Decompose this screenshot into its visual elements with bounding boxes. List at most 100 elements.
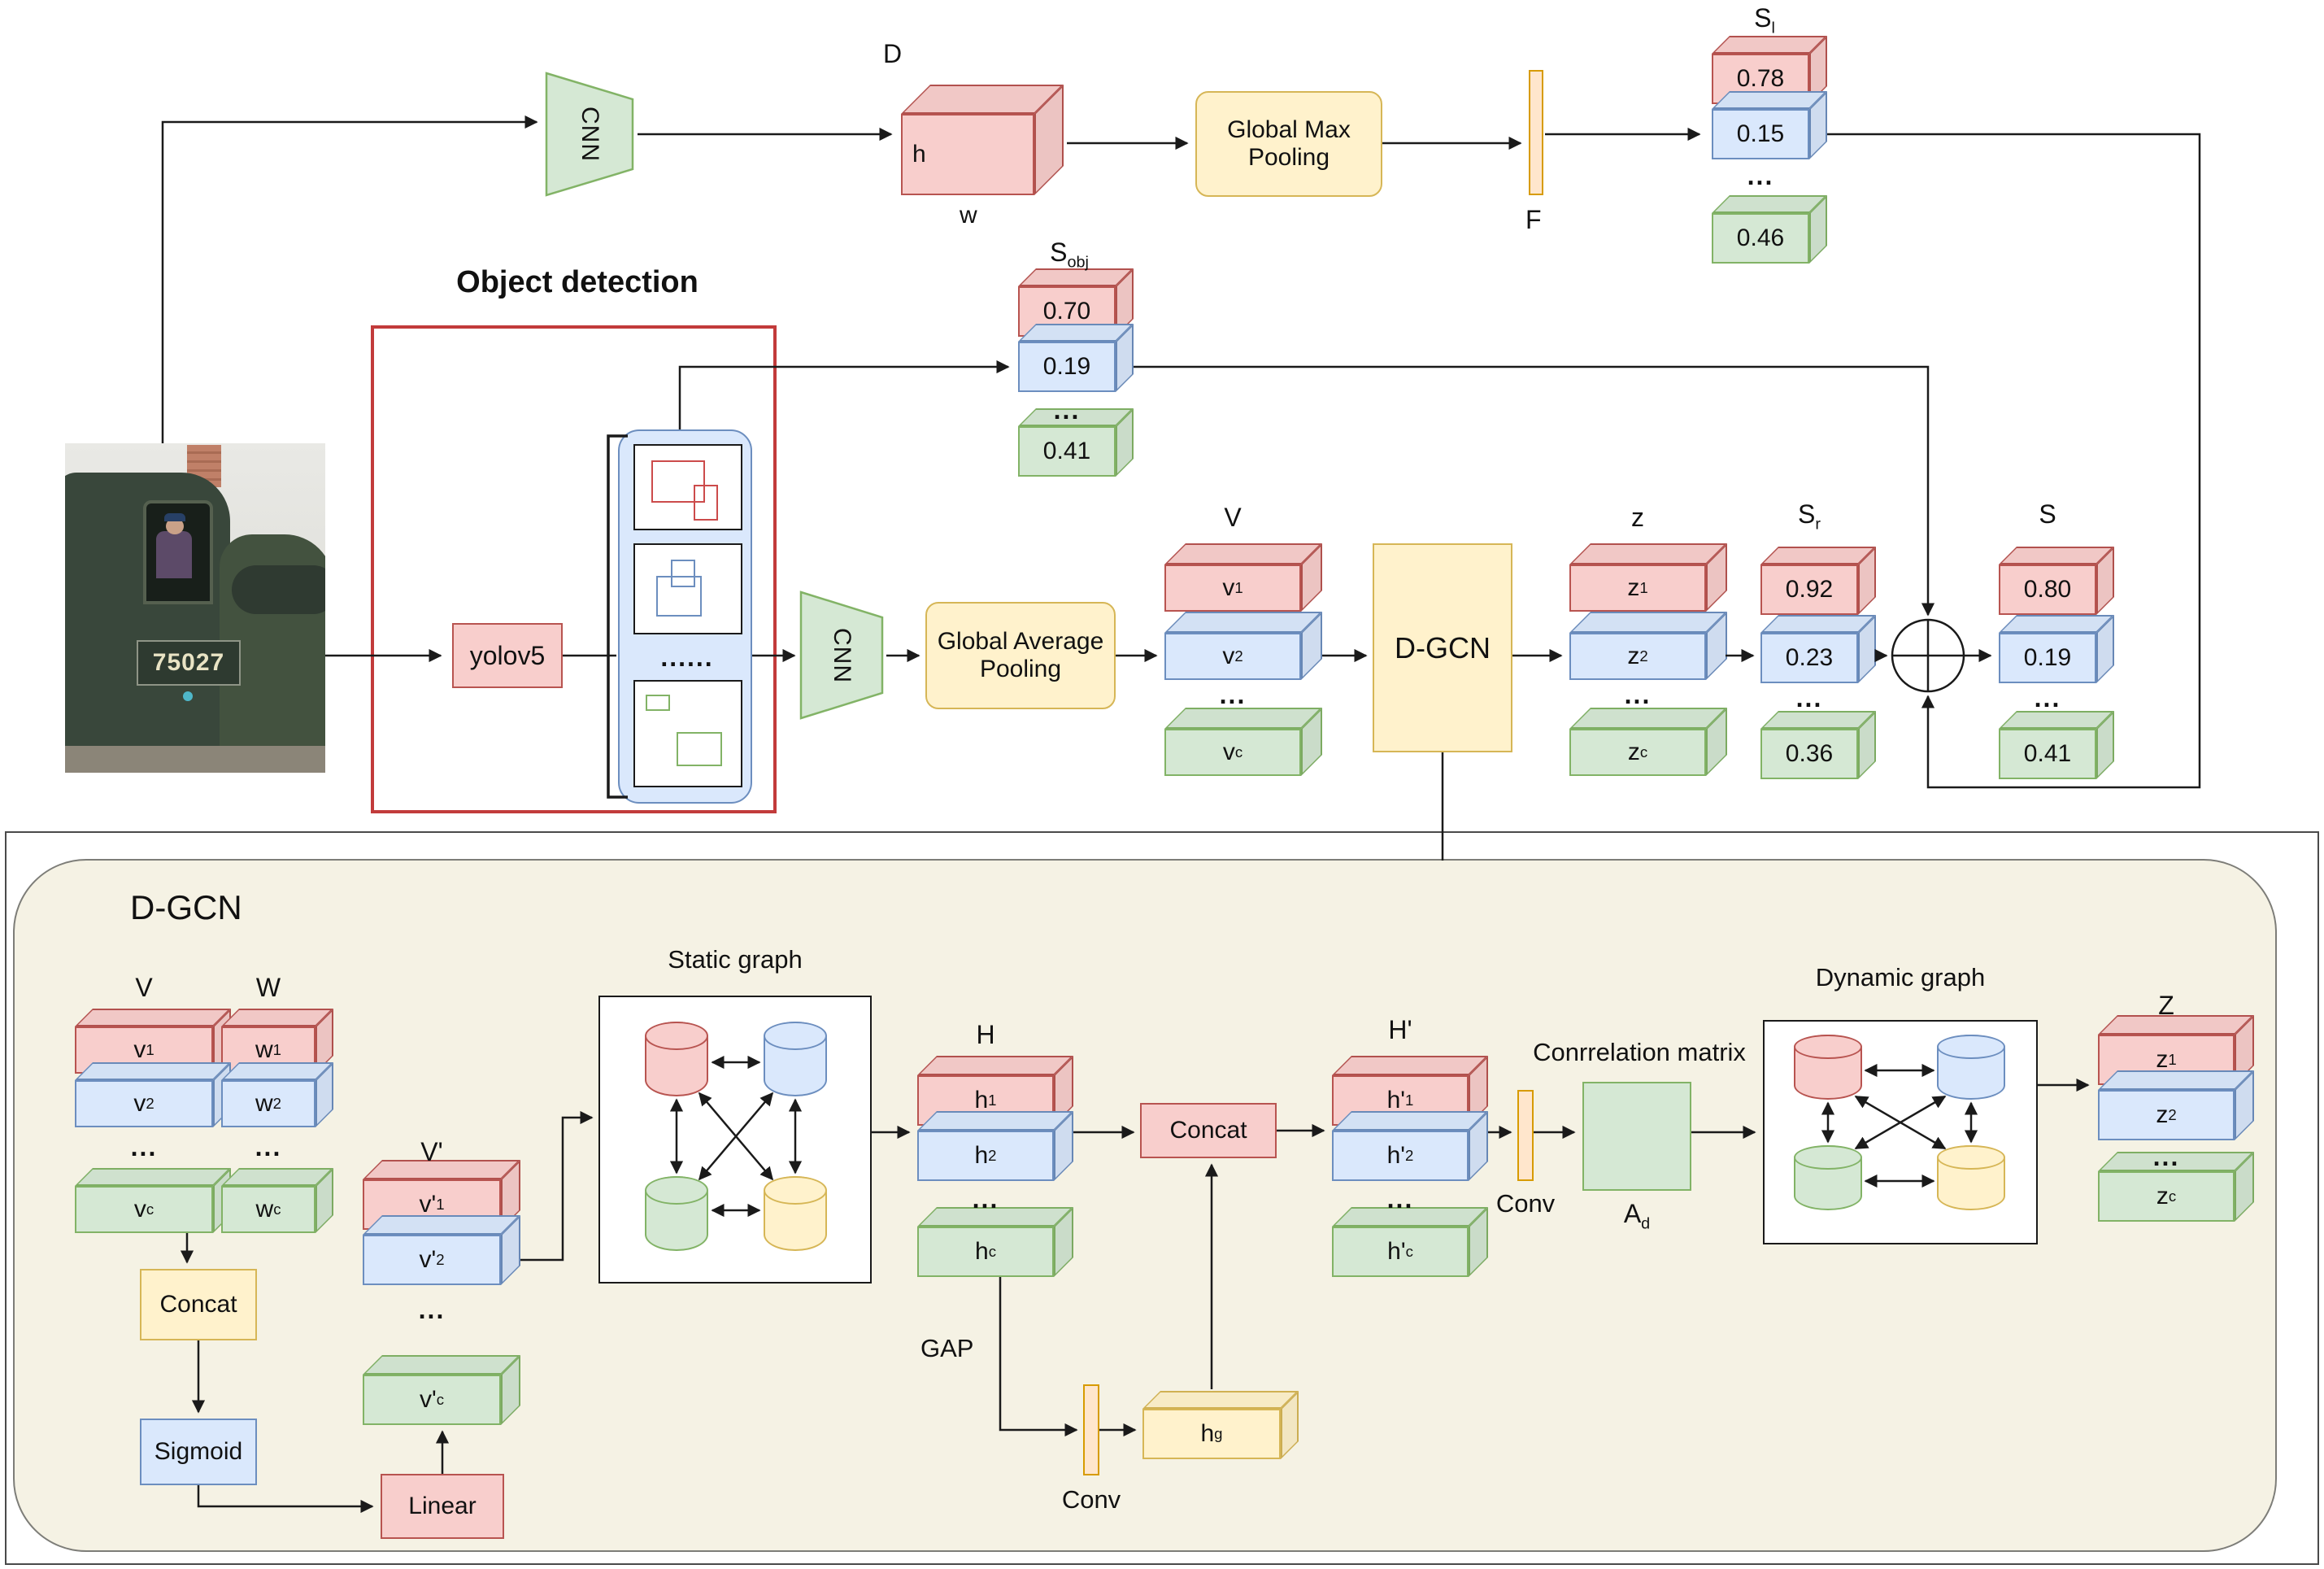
bbox-red-1: [651, 460, 705, 503]
photo-lamp: [183, 691, 193, 701]
photo-driver-head: [166, 518, 184, 534]
static-node-yellow-icon: [764, 1176, 827, 1251]
sr-score-3: 0.36: [1760, 711, 1876, 779]
vprime-label: V': [420, 1137, 443, 1166]
yolov5-box: yolov5: [452, 623, 563, 688]
global-average-pooling-box: Global Average Pooling: [925, 602, 1116, 709]
s-score-2: 0.19: [1999, 615, 2114, 683]
sobj-score-2: 0.19: [1018, 324, 1134, 392]
gap-line1: Global Average: [937, 627, 1104, 655]
d-h-label: h: [901, 114, 1034, 195]
photo-driver: [156, 531, 192, 578]
dynamic-node-red-icon: [1794, 1035, 1862, 1100]
s-value-3: 0.41: [1999, 729, 2096, 779]
feature-map-d: h: [901, 85, 1064, 195]
panel-w-label: W: [255, 973, 281, 1002]
v-stack-label: V: [1224, 503, 1242, 532]
h-dots: ...: [972, 1184, 999, 1214]
sigmoid-box: Sigmoid: [140, 1419, 257, 1485]
gap-label: GAP: [920, 1334, 974, 1362]
sobj-value-3: 0.41: [1018, 426, 1116, 477]
global-max-pooling-box: Global Max Pooling: [1195, 91, 1382, 197]
sr-score-2: 0.23: [1760, 615, 1876, 683]
gmp-line2: Pooling: [1247, 144, 1330, 171]
v-dots: ...: [1219, 680, 1247, 709]
vprime2-label: v'2: [363, 1235, 501, 1285]
bbox-blue-1: [656, 576, 702, 617]
sl-score-3: 0.46: [1712, 195, 1827, 264]
h-stack-label: H: [976, 1020, 995, 1049]
zbig-stack-label: Z: [2158, 991, 2174, 1020]
sobj-dots: ...: [1053, 395, 1081, 425]
panel-w-dots: ...: [255, 1132, 282, 1161]
hprimec-vector: h'c: [1332, 1207, 1488, 1277]
cnn-top-label: CNN: [577, 107, 603, 162]
crops-dots: ......: [660, 643, 714, 672]
sl-value-2: 0.15: [1712, 109, 1809, 159]
cnn-detection-label: CNN: [829, 627, 855, 683]
panel-title: D-GCN: [130, 888, 242, 926]
sl-score-2: 0.15: [1712, 91, 1827, 159]
sl-label: Sl: [1754, 3, 1775, 37]
static-node-blue-icon: [764, 1022, 827, 1096]
dynamic-graph-title: Dynamic graph: [1815, 963, 1986, 992]
input-image: 75027: [65, 443, 325, 773]
hprime-stack-label: H': [1388, 1015, 1412, 1044]
d-w-label: w: [960, 202, 977, 229]
s-dots: ...: [2034, 683, 2061, 713]
crop-box-3: [633, 680, 742, 787]
hprime2-vector: h'2: [1332, 1111, 1488, 1181]
dgcn-box: D-GCN: [1373, 543, 1512, 752]
oplus-junction: [1891, 618, 1965, 693]
correlation-matrix-label: Conrrelation matrix: [1533, 1038, 1746, 1066]
correlation-matrix-ad: [1582, 1082, 1691, 1191]
photo-cab-window: [143, 500, 213, 604]
static-graph-box: [598, 996, 872, 1284]
conv-bar-1: [1083, 1384, 1099, 1475]
dynamic-node-yellow-icon: [1937, 1145, 2005, 1210]
vprimec: v'c: [363, 1355, 520, 1425]
object-detection-title: Object detection: [456, 265, 699, 299]
hprime-dots: ...: [1386, 1184, 1414, 1214]
sr-value-3: 0.36: [1760, 729, 1858, 779]
object-detection-box: [371, 325, 777, 813]
photo-ground: [65, 746, 325, 773]
static-node-green-icon: [645, 1176, 708, 1251]
bbox-blue-2: [671, 560, 695, 587]
s-final-label: S: [2039, 499, 2056, 529]
line-sl-loop-to-oplus: [1827, 133, 2201, 789]
f-feature-bar: [1529, 70, 1543, 195]
conv1-label: Conv: [1061, 1485, 1121, 1514]
sr-value-1: 0.92: [1760, 564, 1858, 615]
sr-value-2: 0.23: [1760, 633, 1858, 683]
hprimec-label: h'c: [1332, 1227, 1469, 1277]
concat2-box: Concat: [1140, 1103, 1277, 1158]
sobj-score-3: 0.41: [1018, 408, 1134, 477]
vprime2: v'2: [363, 1215, 520, 1285]
s-value-1: 0.80: [1999, 564, 2096, 615]
sobj-label: Sobj: [1050, 238, 1089, 272]
hprime2-label: h'2: [1332, 1131, 1469, 1181]
concat-box: Concat: [140, 1269, 257, 1340]
vprimec-label: v'c: [363, 1375, 501, 1425]
